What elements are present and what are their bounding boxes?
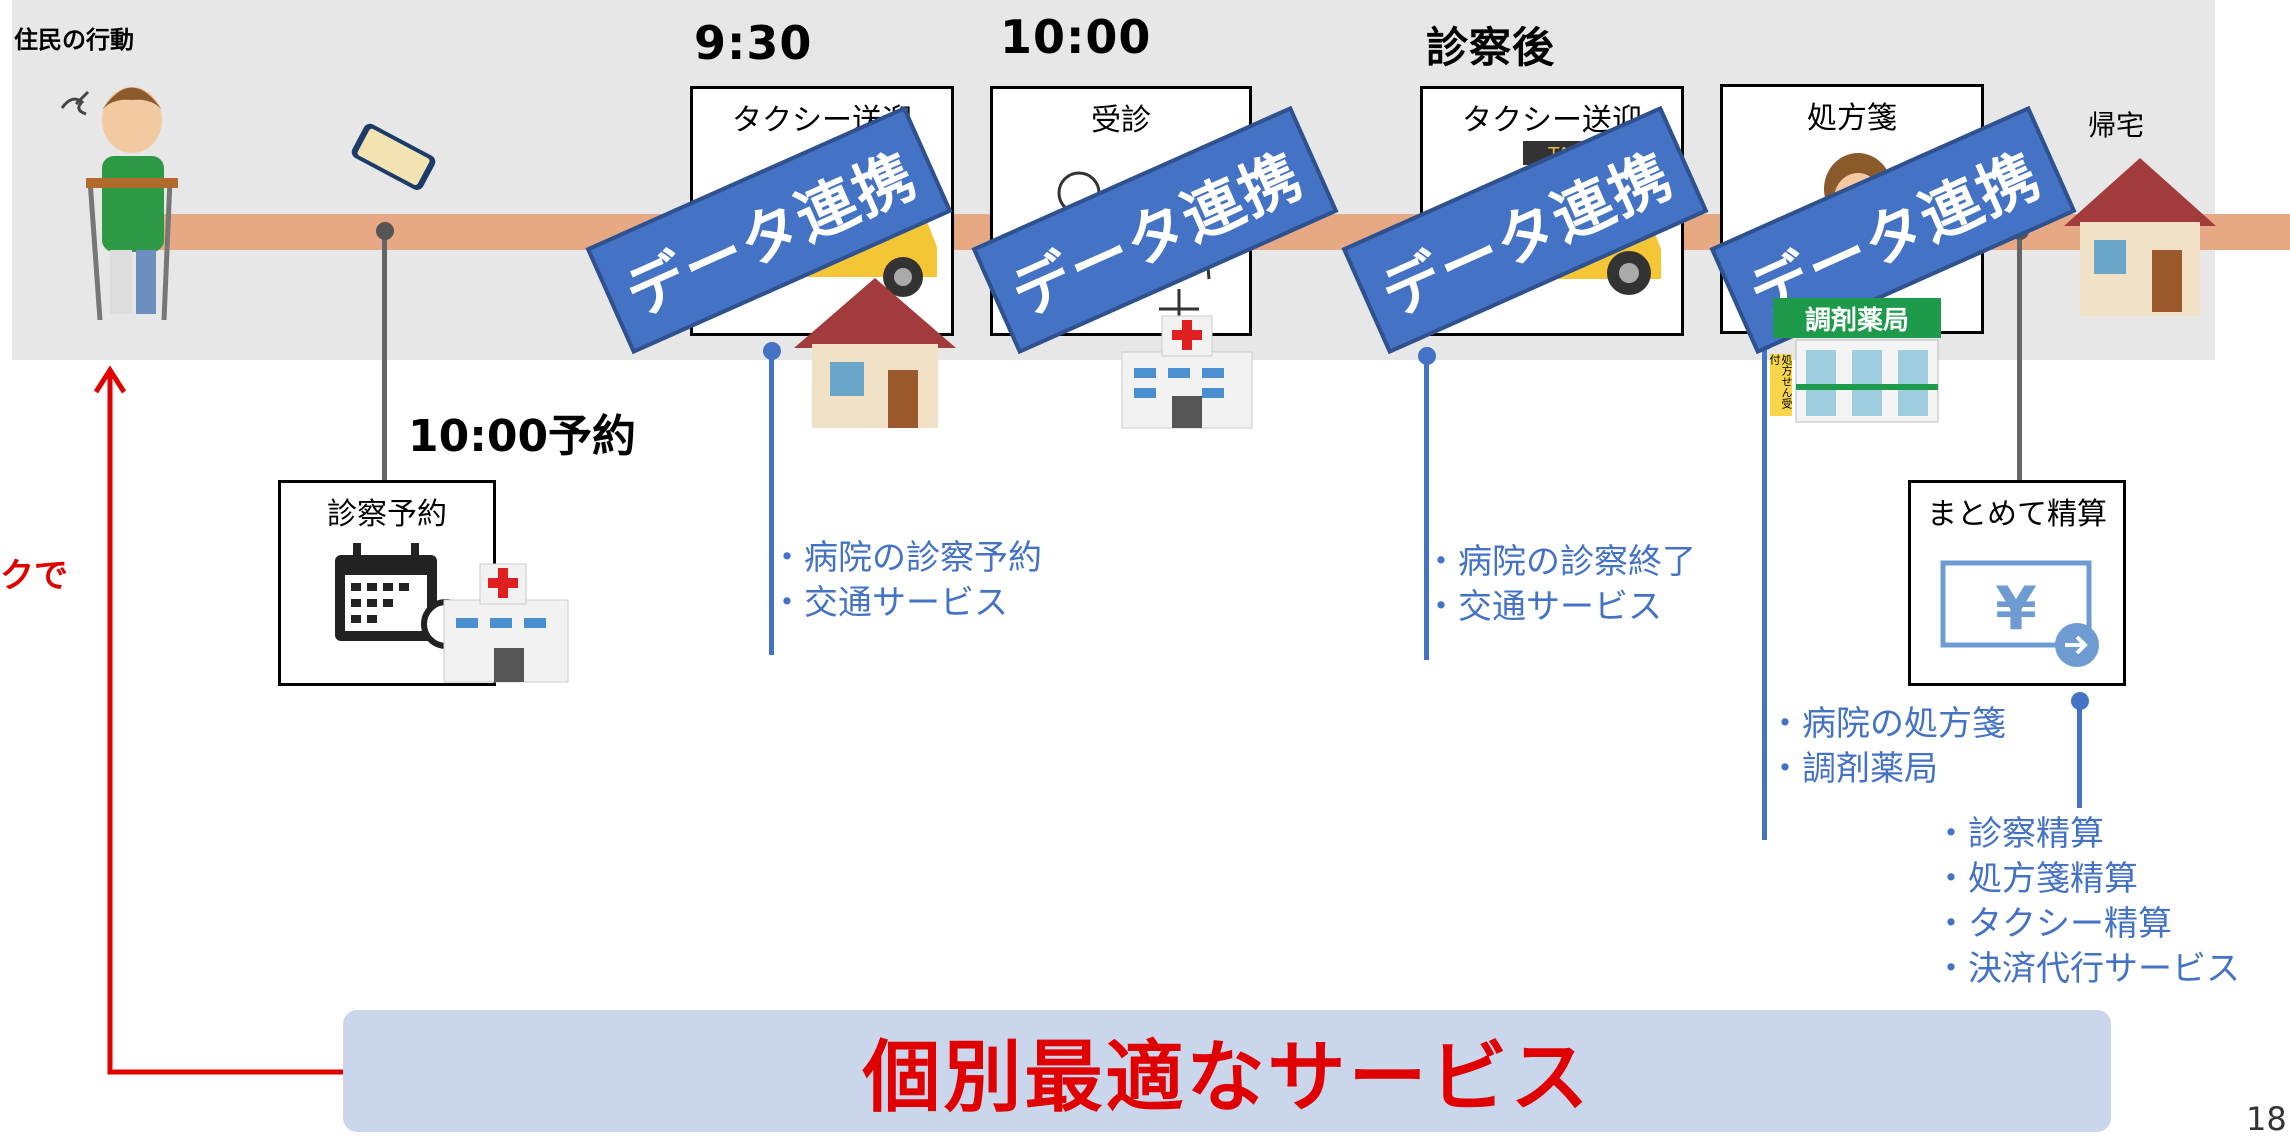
page-number: 18 (2246, 1100, 2287, 1138)
note-item: 調剤薬局 (1768, 747, 2006, 792)
note-item: 病院の処方箋 (1768, 702, 2006, 747)
taxi-2-connector-dot (1418, 347, 1436, 365)
time-label-after-consultation: 診察後 (1426, 23, 1556, 72)
note-item: 決済代行サービス (1934, 947, 2240, 992)
smartphone-icon (351, 123, 436, 190)
pharmacy-sign: 調剤薬局 (1773, 298, 1941, 338)
time-label-0930: 9:30 (694, 16, 813, 70)
note-item: 交通サービス (1424, 585, 1696, 630)
step-title: 受診 (1091, 103, 1151, 138)
feedback-arrow (93, 365, 343, 1075)
taxi-2-connector (1424, 355, 1429, 660)
svg-text:¥: ¥ (1995, 574, 2037, 644)
home-label: 帰宅 (2088, 109, 2145, 142)
calendar-icon (335, 543, 437, 641)
resident-on-crutches-icon (60, 87, 178, 321)
settlement-connector-upper (2017, 230, 2022, 480)
taxi-2-notes: 病院の診察終了 交通サービス (1424, 540, 1696, 630)
step-settlement: まとめて精算 ¥ (1908, 480, 2126, 686)
settlement-connector-lower (2077, 700, 2082, 808)
taxi-1-notes: 病院の診察予約 交通サービス (770, 536, 1042, 626)
home-icon (794, 278, 956, 428)
hospital-icon (1121, 315, 1253, 429)
step-title: まとめて精算 (1927, 497, 2107, 532)
settlement-connector-lower-dot (2071, 692, 2089, 710)
note-item: 診察精算 (1934, 812, 2240, 857)
hospital-icon (421, 563, 569, 683)
reservation-connector (382, 232, 387, 480)
pharmacy-sign-text: 調剤薬局 (1804, 305, 1909, 336)
section-label: 住民の行動 (14, 26, 134, 54)
prescription-connector (1762, 340, 1767, 840)
note-item: 処方箋精算 (1934, 857, 2240, 902)
pharmacy-side-sign: 処方せん受付 (1768, 354, 1793, 416)
step-title: 処方箋 (1807, 101, 1897, 136)
home-icon (2064, 158, 2216, 316)
reservation-time-label: 10:00予約 (408, 411, 637, 462)
pharmacy-icon (1795, 339, 1939, 423)
personalized-service-box: 個別最適なサービス (343, 1010, 2111, 1132)
yen-transfer-icon: ¥ (1940, 560, 2099, 667)
left-partial-text: クで (0, 556, 68, 596)
taxi-1-connector-dot (763, 342, 781, 360)
note-item: 病院の診察予約 (770, 536, 1042, 581)
settlement-notes: 診察精算 処方箋精算 タクシー精算 決済代行サービス (1934, 812, 2240, 992)
personalized-service-label: 個別最適なサービス (862, 1033, 1592, 1123)
taxi-1-connector (769, 350, 774, 655)
reservation-connector-dot (376, 222, 394, 240)
note-item: タクシー精算 (1934, 902, 2240, 947)
time-label-1000: 10:00 (1000, 10, 1152, 64)
prescription-notes: 病院の処方箋 調剤薬局 (1768, 702, 2006, 792)
step-title: 診察予約 (327, 497, 447, 532)
note-item: 病院の診察終了 (1424, 540, 1696, 585)
note-item: 交通サービス (770, 581, 1042, 626)
